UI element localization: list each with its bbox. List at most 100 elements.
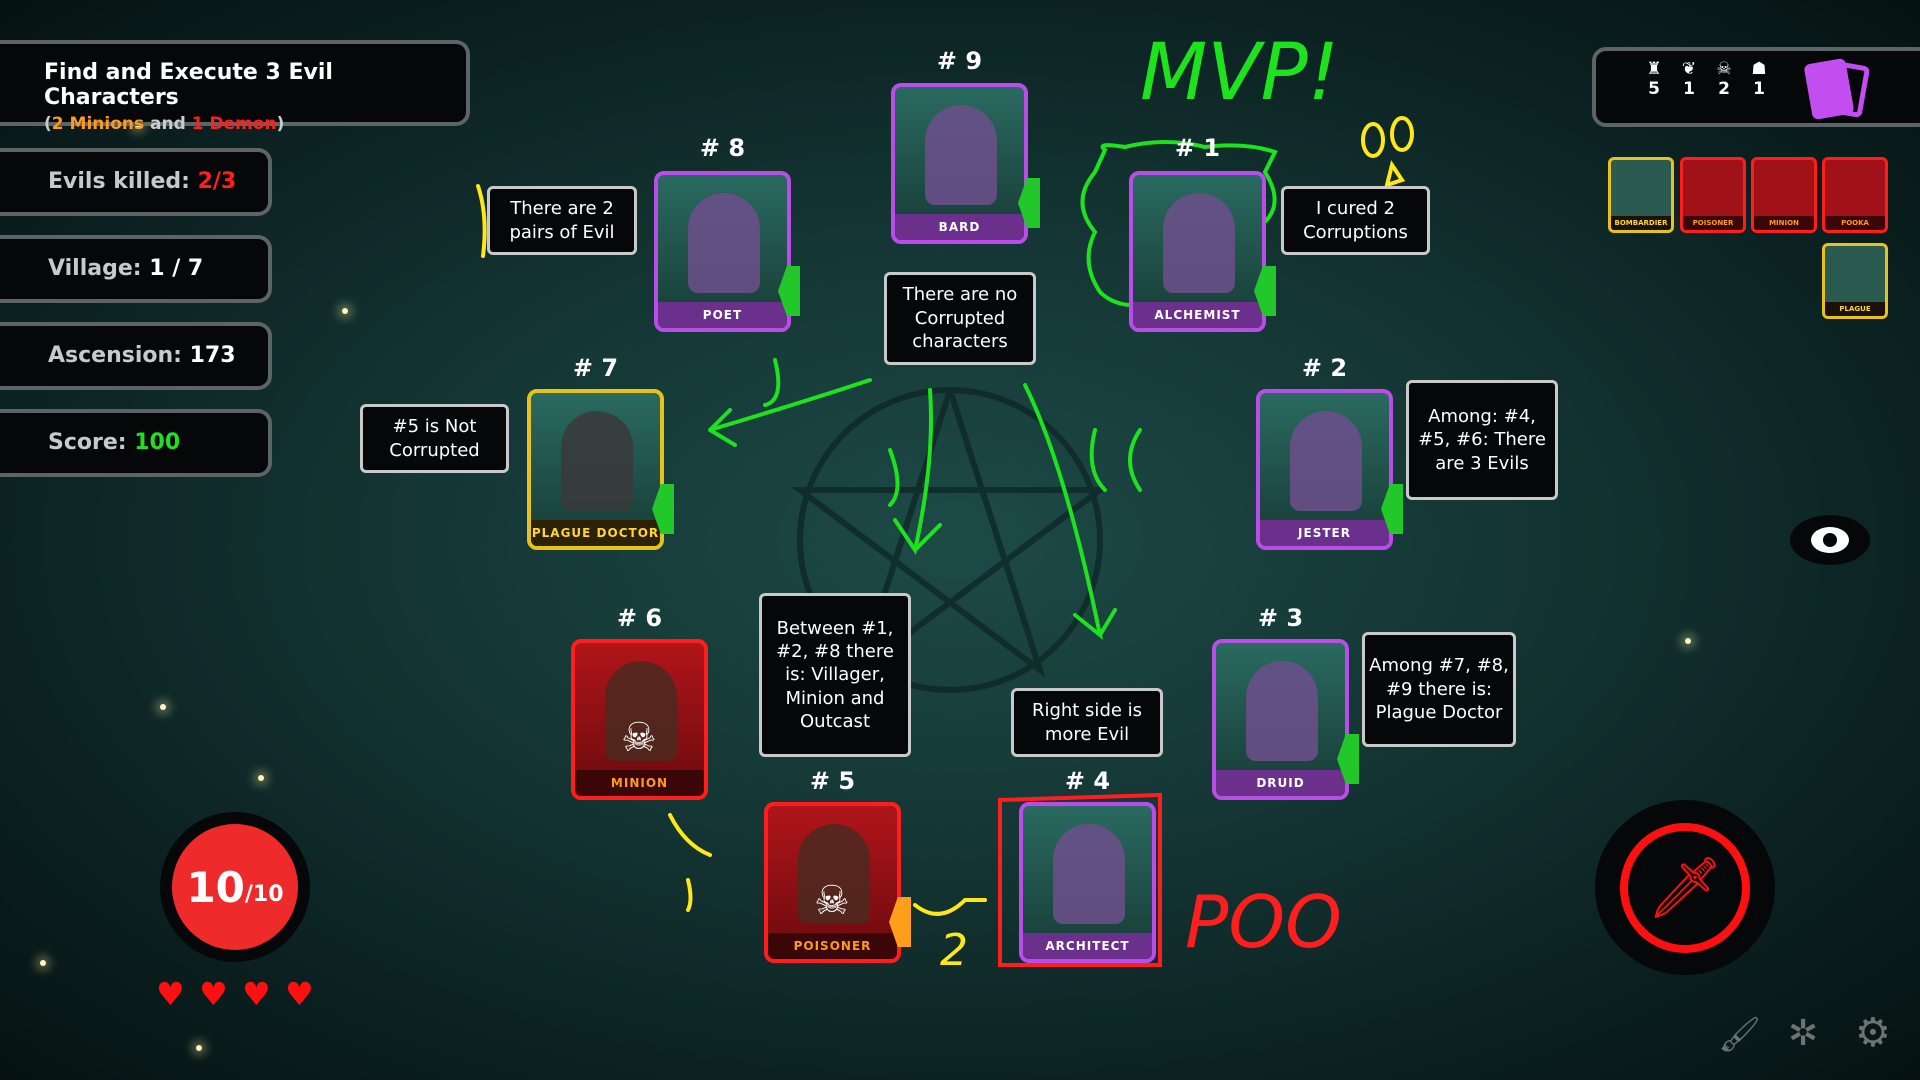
objective-title: Find and Execute 3 Evil Characters <box>44 60 333 110</box>
card-number: # 1 <box>1174 134 1221 162</box>
deck-card[interactable]: POISONER <box>1680 157 1746 233</box>
portrait <box>1053 824 1125 924</box>
firefly <box>135 123 141 129</box>
good-marker <box>1254 266 1276 316</box>
role-label: BARD <box>895 214 1024 240</box>
bug-icon[interactable]: ✲ <box>1788 1013 1819 1054</box>
mvp-annotation: MVP! <box>1140 28 1339 118</box>
speech-bubble-plague-doctor: #5 is Not Corrupted <box>360 404 509 473</box>
execute-button[interactable]: 🗡 <box>1595 800 1775 975</box>
gear-icon[interactable]: ⚙ <box>1855 1010 1891 1056</box>
firefly <box>196 1045 202 1051</box>
paren: ) <box>276 114 285 134</box>
eye-icon[interactable] <box>1790 515 1870 565</box>
stat-label: Ascension: <box>48 343 190 368</box>
card-number: # 5 <box>809 767 856 795</box>
character-card-druid[interactable]: DRUID <box>1212 639 1349 800</box>
portrait <box>1163 193 1235 293</box>
portrait <box>798 824 870 924</box>
character-card-poet[interactable]: POET <box>654 171 791 332</box>
character-card-jester[interactable]: JESTER <box>1256 389 1393 550</box>
stat-value: 100 <box>134 430 181 455</box>
deck-panel[interactable]: ♜5 ❦1 ☠2 ☗1 <box>1592 47 1920 127</box>
good-marker <box>652 484 674 534</box>
stat-label: Score: <box>48 430 135 455</box>
dead-skull-icon: ☠ <box>621 715 657 761</box>
speech-bubble-poet: There are 2 pairs of Evil <box>487 186 637 255</box>
count: 2 <box>1718 79 1730 99</box>
stat-label: Village: <box>48 256 150 281</box>
role-label: JESTER <box>1260 520 1389 546</box>
count: 1 <box>1753 79 1765 99</box>
heart-icon: ♥ <box>199 975 228 1013</box>
count: 1 <box>1683 79 1695 99</box>
health-current: 10 <box>186 862 245 912</box>
ascension-stat: Ascension: 173 <box>0 322 272 390</box>
good-marker <box>1381 484 1403 534</box>
good-marker <box>778 266 800 316</box>
role-label: MINION <box>575 770 704 796</box>
demon-icon: ☗1 <box>1751 59 1767 99</box>
role-label: ALCHEMIST <box>1133 302 1262 328</box>
good-marker <box>1337 734 1359 784</box>
and-text: and <box>144 114 192 134</box>
minion-count: 2 Minions <box>51 114 145 134</box>
score-stat: Score: 100 <box>0 409 272 477</box>
character-card-plague-doctor[interactable]: PLAGUE DOCTOR <box>527 389 664 550</box>
dagger-icon: 🗡 <box>1620 822 1750 953</box>
dead-skull-icon: ☠ <box>814 878 850 924</box>
stat-value: 2/3 <box>197 169 237 194</box>
firefly <box>40 960 46 966</box>
speech-bubble-alchemist: I cured 2 Corruptions <box>1281 186 1430 255</box>
card-number: # 6 <box>616 604 663 632</box>
objective-panel: Find and Execute 3 Evil Characters (2 Mi… <box>0 40 470 134</box>
firefly <box>1685 638 1691 644</box>
portrait <box>561 411 633 511</box>
two-annotation: 2 <box>940 925 968 976</box>
wing-icon: ❦1 <box>1681 59 1697 99</box>
speech-bubble-architect: Right side is more Evil <box>1011 688 1163 757</box>
role-label: POET <box>658 302 787 328</box>
deck-card[interactable]: BOMBARDIER <box>1608 157 1674 233</box>
portrait <box>925 105 997 205</box>
count: 5 <box>1648 79 1660 99</box>
speech-bubble-poisoner: Between #1, #2, #8 there is: Villager, M… <box>759 593 911 757</box>
stat-label: Evils killed: <box>48 169 198 194</box>
speech-bubble-jester: Among: #4, #5, #6: There are 3 Evils <box>1406 380 1558 500</box>
stat-value: 1 / 7 <box>149 256 204 281</box>
portrait <box>1290 411 1362 511</box>
role-label: PLAGUE DOCTOR <box>531 520 660 546</box>
health-counter: 10/10 <box>172 824 298 950</box>
character-card-poisoner[interactable]: ☠ POISONER <box>764 802 901 963</box>
deck-card[interactable]: POOKA <box>1822 157 1888 233</box>
card-number: # 3 <box>1257 604 1304 632</box>
tower-icon: ♜5 <box>1646 59 1662 99</box>
role-label: POISONER <box>768 933 897 959</box>
heart-icon: ♥ <box>242 975 271 1013</box>
character-card-bard[interactable]: BARD <box>891 83 1028 244</box>
character-card-architect[interactable]: ARCHITECT <box>1019 802 1156 963</box>
speech-bubble-druid: Among #7, #8, #9 there is: Plague Doctor <box>1362 632 1516 747</box>
poo-annotation: POO <box>1185 880 1342 964</box>
deck-card[interactable]: PLAGUE DOCTOR <box>1822 243 1888 319</box>
brush-icon[interactable]: 🖌 <box>1718 1015 1762 1055</box>
character-card-alchemist[interactable]: ALCHEMIST <box>1129 171 1266 332</box>
card-number: # 2 <box>1301 354 1348 382</box>
character-card-minion[interactable]: ☠ MINION <box>571 639 708 800</box>
village-stat: Village: 1 / 7 <box>0 235 272 303</box>
card-number: # 4 <box>1064 767 1111 795</box>
skull-icon: ☠2 <box>1716 59 1732 99</box>
heart-icon: ♥ <box>156 975 185 1013</box>
card-number: # 9 <box>936 47 983 75</box>
firefly <box>258 775 264 781</box>
portrait <box>1246 661 1318 761</box>
firefly <box>160 704 166 710</box>
role-label: ARCHITECT <box>1023 933 1152 959</box>
portrait <box>605 661 677 761</box>
deck-card[interactable]: MINION <box>1751 157 1817 233</box>
stat-value: 173 <box>189 343 236 368</box>
health-max: /10 <box>244 881 284 907</box>
demon-count: 1 Demon <box>191 114 277 134</box>
good-marker <box>1018 178 1040 228</box>
card-number: # 8 <box>699 134 746 162</box>
